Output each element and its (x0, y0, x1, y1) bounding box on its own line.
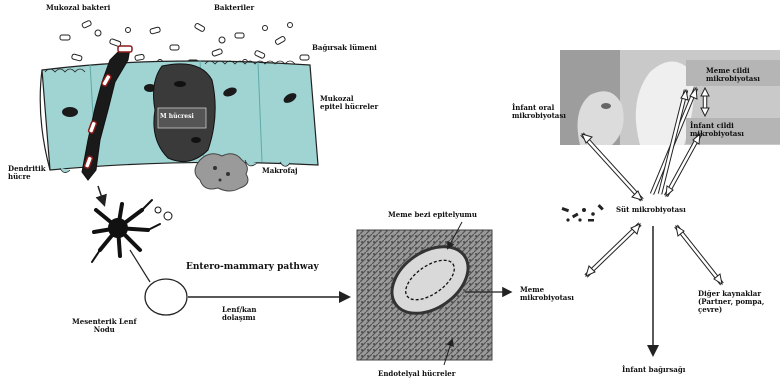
arrow-to-dendritic (98, 186, 104, 204)
milk-microbes (561, 204, 603, 221)
label-m-cell: M hücresi (160, 113, 194, 121)
label-breast-microbiota: Meme mikrobiyotası (520, 286, 574, 302)
label-mammary-epithelium: Meme bezi epitelyumu (388, 211, 477, 219)
label-infant-skin-l2: mikrobiyotası (690, 130, 744, 138)
label-milk-microbiota: Süt mikrobiyotası (616, 206, 686, 214)
label-macrophage: Makrofaj (262, 167, 298, 175)
label-lymph-node-l2: Nodu (72, 326, 136, 334)
lymph-node-oval (145, 279, 187, 315)
label-breast-microbiota-l2: mikrobiyotası (520, 294, 574, 302)
label-mucosal-bacteria: Mukozal bakteri (46, 4, 110, 12)
label-bacteria: Bakteriler (214, 4, 254, 12)
bacteria-cluster (60, 20, 309, 65)
macrophage-shape (195, 154, 248, 191)
label-entero-mammary-pathway: Entero-mammary pathway (186, 262, 319, 272)
label-breast-skin-l2: mikrobiyotası (706, 75, 760, 83)
mother-infant-photo (560, 50, 780, 145)
label-mucosal-epithelium: Mukozal epitel hücreler (320, 95, 378, 111)
label-lymph-circulation: Lenf/kan dolaşımı (222, 306, 257, 322)
label-infant-skin-microbiota: İnfant cildi mikrobiyotası (690, 122, 744, 138)
label-lymph-node: Mesenterik Lenf Nodu (72, 318, 136, 334)
label-endothelial-cells: Endotelyal hücreler (378, 370, 455, 378)
label-dendritic-cell: Dendritik hücre (8, 165, 46, 181)
label-breast-skin-microbiota: Meme cildi mikrobiyotası (706, 67, 760, 83)
label-mucosal-epithelium-l2: epitel hücreler (320, 103, 378, 111)
label-other-sources-l3: çevre) (698, 306, 764, 314)
label-lymph-circulation-l2: dolaşımı (222, 314, 257, 322)
mammary-tissue (357, 222, 492, 365)
line-dc-to-node (130, 250, 150, 282)
label-gut-lumen: Bağırsak lümeni (312, 44, 377, 52)
label-infant-gut: İnfant bağırsağı (622, 366, 685, 374)
label-other-sources: Diğer kaynaklar (Partner, pompa, çevre) (698, 290, 764, 314)
label-infant-oral-l2: mikrobiyotası (512, 112, 566, 120)
label-infant-oral-microbiota: İnfant oral mikrobiyotası (512, 104, 566, 120)
label-dendritic-cell-l2: hücre (8, 173, 46, 181)
